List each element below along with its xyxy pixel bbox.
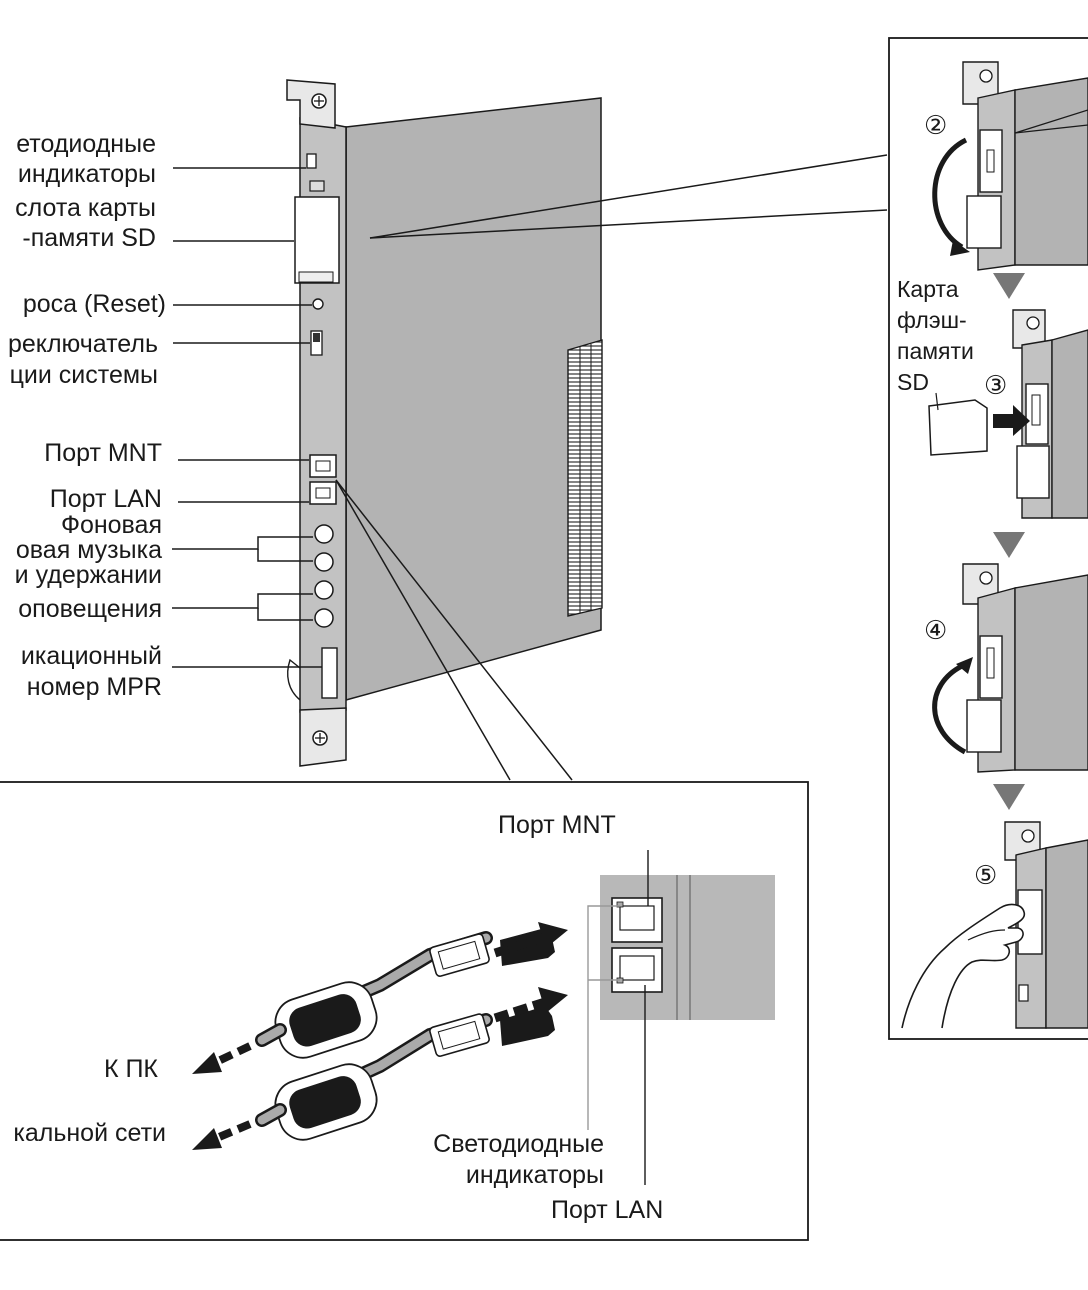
led-indicators-label-line: етодиодные [16, 130, 156, 158]
reset-button [312, 298, 324, 310]
insert-arrow-icon [993, 405, 1030, 436]
cable-mnt [255, 928, 555, 1059]
step-5-marker: ⑤ [974, 860, 998, 890]
mpr-id-label-line: икационный [20, 642, 162, 670]
system-switch-label-line: реключатель [7, 330, 158, 358]
edge-connector [567, 339, 603, 617]
system-mode-switch [310, 330, 323, 356]
down-arrow-icon [993, 532, 1025, 558]
cable-lan [255, 1006, 555, 1141]
hand-icon [901, 903, 1026, 1029]
top-bracket [286, 79, 336, 129]
sd-card-label-line: Карта [897, 276, 959, 302]
bottom-bracket [287, 658, 347, 767]
sd-card-label-line: флэш- [897, 307, 967, 333]
paging-label: оповещения [18, 595, 162, 623]
step-3-marker: ③ [984, 370, 1008, 400]
mpr-id-label: икационный номер MPR [21, 641, 162, 703]
detail-port-lan-label: Порт LAN [551, 1196, 664, 1224]
led-indicators-label-line: индикаторы [17, 160, 156, 188]
led-indicator [306, 153, 317, 169]
circuit-board [345, 97, 602, 701]
bgm-label-line: и удержании [14, 561, 162, 589]
detail-led-label: Светодиодные индикаторы [433, 1129, 604, 1191]
paging-jack [314, 608, 334, 628]
down-arrow-icon [993, 784, 1025, 810]
callout-leaders [172, 167, 322, 668]
reset-label: роса (Reset) [22, 290, 166, 318]
insert-lan-arrow-icon [493, 987, 568, 1023]
sd-card-label-line: памяти [897, 338, 974, 364]
port-closeup [600, 875, 775, 1020]
sd-card-label-line: SD [897, 369, 929, 395]
bgm-label: Фоновая овая музыка и удержании [15, 513, 162, 588]
bgm-jack [314, 524, 334, 544]
step-4-marker: ④ [924, 615, 948, 645]
system-switch-label-line: ции системы [9, 361, 158, 389]
sd-step-4-illustration [932, 563, 1088, 773]
detail-led-label-line: Светодиодные [433, 1130, 604, 1158]
bgm-label-line: Фоновая [60, 511, 162, 539]
detail-led-label-line: индикаторы [465, 1161, 604, 1189]
step-2-marker: ② [924, 110, 948, 140]
sd-slot-label-line: слота карты [15, 194, 156, 222]
insert-mnt-arrow-icon [493, 922, 568, 958]
system-switch-label: реключатель ции системы [8, 329, 158, 391]
bgm-label-line: овая музыка [15, 536, 162, 564]
detail-leaders [587, 850, 649, 1185]
sd-step-2-illustration [932, 61, 1088, 271]
arrow-to-lan-icon [192, 1120, 252, 1150]
to-pc-label: К ПК [103, 1055, 158, 1083]
sd-slot-cover [294, 196, 340, 284]
led-indicators-label: етодиодные индикаторы [16, 129, 156, 189]
mnt-port [309, 454, 337, 478]
expansion-card [286, 79, 603, 767]
to-lan-label: кальной сети [13, 1119, 166, 1147]
sd-step-5-illustration [901, 821, 1088, 1029]
mpr-id-label [321, 647, 338, 699]
sd-card-icon [928, 399, 988, 456]
port-mnt-label: Порт MNT [44, 439, 162, 467]
down-arrow-icon [993, 273, 1025, 299]
projection-lines [335, 154, 888, 781]
arrow-to-pc-icon [192, 1042, 252, 1074]
sd-card-label: Карта флэш- памяти SD [897, 274, 974, 398]
sd-slot-label: слота карты -памяти SD [15, 193, 156, 253]
lan-port [309, 481, 337, 505]
detail-port-mnt-label: Порт MNT [498, 811, 616, 839]
bgm-jack [314, 552, 334, 572]
paging-jack [314, 580, 334, 600]
mpr-id-label-line: номер MPR [26, 673, 162, 701]
sd-step-3-illustration [928, 309, 1088, 519]
port-lan-label: Порт LAN [49, 485, 162, 513]
sd-slot-label-line: -памяти SD [22, 224, 156, 252]
